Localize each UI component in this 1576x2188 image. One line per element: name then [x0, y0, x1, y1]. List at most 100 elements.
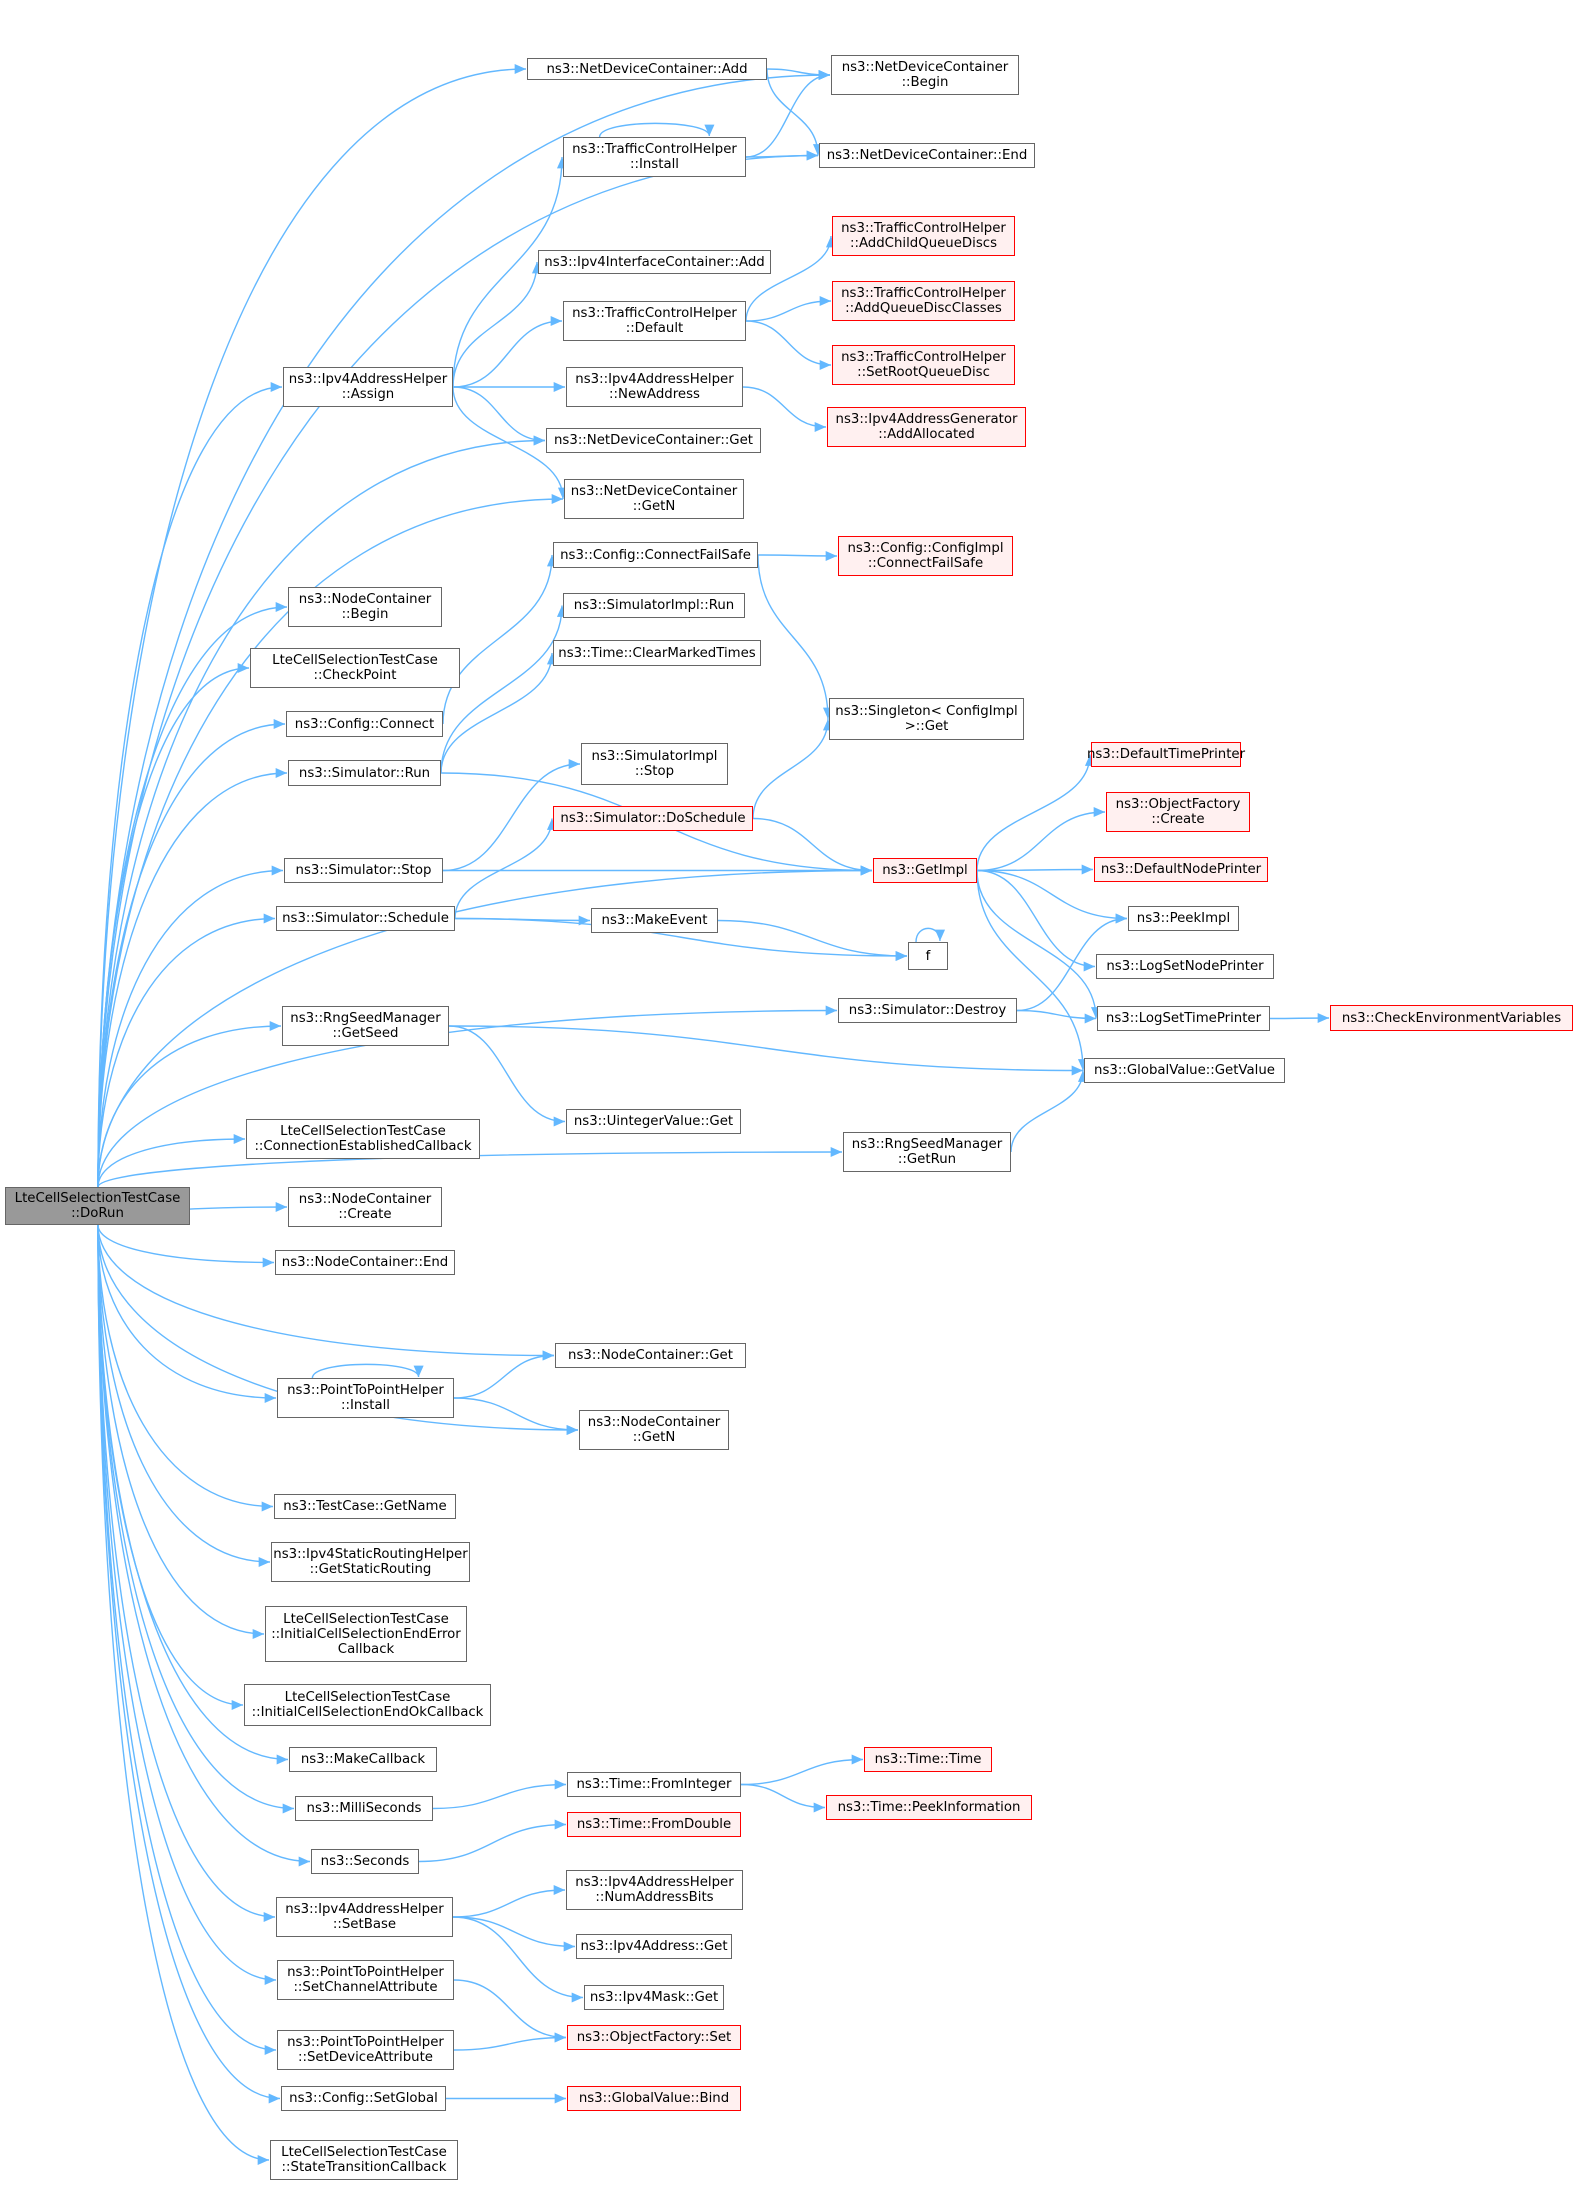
- edge-root-to-state-trans: [97, 1224, 270, 2165]
- edge-root-to-ndc-get-n: [97, 493, 564, 1188]
- edge-get-impl-to-log-set-node-printer: [976, 869, 1096, 972]
- node-peek-impl[interactable]: ns3::PeekImpl: [1128, 906, 1239, 931]
- edge-root-to-nc-end: [97, 1224, 275, 1268]
- node-label-line: ::Create: [338, 1207, 392, 1222]
- edge-sim-stop-to-sim-impl-stop: [442, 758, 581, 872]
- node-label-line: ns3::PeekImpl: [1136, 911, 1231, 926]
- node-label-line: ns3::GetImpl: [882, 863, 968, 878]
- edge-ipv4ah-set-base-to-ipv4ah-num-bits: [452, 1884, 566, 1918]
- node-conn-established[interactable]: LteCellSelectionTestCase::ConnectionEsta…: [246, 1119, 480, 1159]
- node-label-line: ns3::Simulator::Run: [298, 765, 431, 781]
- node-label-line: ns3::PointToPointHelper: [287, 1383, 444, 1398]
- node-ndc-get[interactable]: ns3::NetDeviceContainer::Get: [546, 428, 761, 453]
- node-gv-bind[interactable]: ns3::GlobalValue::Bind: [567, 2086, 741, 2111]
- node-ndc-get-n[interactable]: ns3::NetDeviceContainer::GetN: [564, 479, 744, 519]
- node-singleton-get[interactable]: ns3::Singleton< ConfigImpl >::Get: [829, 698, 1024, 740]
- node-label-line: ns3::NetDeviceContainer::End: [826, 148, 1028, 163]
- node-time-peek-info[interactable]: ns3::Time::PeekInformation: [826, 1795, 1032, 1820]
- node-obj-factory-set[interactable]: ns3::ObjectFactory::Set: [567, 2025, 741, 2050]
- edge-root-to-sim-schedule: [97, 913, 276, 1188]
- node-tc-get-name[interactable]: ns3::TestCase::GetName: [274, 1494, 456, 1519]
- node-uint-get[interactable]: ns3::UintegerValue::Get: [566, 1109, 741, 1134]
- node-sim-stop[interactable]: ns3::Simulator::Stop: [284, 858, 443, 883]
- node-label-line: ns3::PointToPointHelper: [287, 2035, 444, 2050]
- node-rng-get-run[interactable]: ns3::RngSeedManager::GetRun: [843, 1132, 1011, 1172]
- node-label-line: ::ConnectionEstablishedCallback: [254, 1139, 472, 1154]
- node-ipv4ah-assign[interactable]: ns3::Ipv4AddressHelper::Assign: [283, 367, 453, 407]
- node-p2ph-set-device[interactable]: ns3::PointToPointHelper::SetDeviceAttrib…: [277, 2030, 454, 2070]
- node-label-line: ns3::TrafficControlHelper: [841, 286, 1006, 301]
- node-tch-default[interactable]: ns3::TrafficControlHelper::Default: [563, 301, 746, 341]
- node-sim-impl-stop[interactable]: ns3::SimulatorImpl::Stop: [581, 743, 728, 785]
- node-nc-get-n[interactable]: ns3::NodeContainer::GetN: [579, 1410, 729, 1450]
- edge-root-to-ndc-add: [97, 63, 527, 1188]
- node-time-clear-marked[interactable]: ns3::Time::ClearMarkedTimes: [553, 640, 761, 666]
- node-ndc-end[interactable]: ns3::NetDeviceContainer::End: [819, 143, 1035, 168]
- node-ndc-add[interactable]: ns3::NetDeviceContainer::Add: [527, 58, 767, 80]
- node-p2ph-set-channel[interactable]: ns3::PointToPointHelper::SetChannelAttri…: [277, 1960, 454, 2000]
- node-ipv4srh-get-static[interactable]: ns3::Ipv4StaticRoutingHelper::GetStaticR…: [271, 1542, 470, 1582]
- node-init-ok[interactable]: LteCellSelectionTestCase::InitialCellSel…: [244, 1684, 491, 1726]
- node-milli-seconds[interactable]: ns3::MilliSeconds: [295, 1796, 433, 1821]
- node-cfg-impl-connect-fail-safe[interactable]: ns3::Config::ConfigImpl::ConnectFailSafe: [838, 536, 1013, 576]
- node-nc-get[interactable]: ns3::NodeContainer::Get: [555, 1343, 746, 1368]
- node-p2ph-install[interactable]: ns3::PointToPointHelper::Install: [277, 1378, 454, 1418]
- node-label-line: ::GetSeed: [332, 1026, 399, 1041]
- node-label-line: ::CheckPoint: [313, 668, 397, 683]
- node-ipv4ah-num-bits[interactable]: ns3::Ipv4AddressHelper::NumAddressBits: [566, 1870, 743, 1910]
- edge-root-to-sim-run: [97, 767, 288, 1188]
- node-tch-install[interactable]: ns3::TrafficControlHelper::Install: [563, 137, 746, 177]
- edge-root-to-init-err: [97, 1224, 265, 1640]
- node-label-line: ::StateTransitionCallback: [281, 2160, 447, 2175]
- node-state-trans[interactable]: LteCellSelectionTestCase::StateTransitio…: [270, 2140, 458, 2180]
- node-tch-add-qdc[interactable]: ns3::TrafficControlHelper::AddQueueDiscC…: [832, 281, 1015, 321]
- edge-sim-do-schedule-to-singleton-get: [752, 718, 834, 819]
- edge-tch-default-to-tch-add-qdc: [745, 295, 832, 322]
- node-cfg-set-global[interactable]: ns3::Config::SetGlobal: [281, 2086, 446, 2111]
- node-tch-add-child[interactable]: ns3::TrafficControlHelper::AddChildQueue…: [832, 216, 1015, 256]
- node-get-impl[interactable]: ns3::GetImpl: [873, 858, 977, 883]
- node-rng-get-seed[interactable]: ns3::RngSeedManager::GetSeed: [282, 1006, 449, 1046]
- node-default-node-printer[interactable]: ns3::DefaultNodePrinter: [1094, 857, 1268, 882]
- node-label-line: LteCellSelectionTestCase: [280, 1124, 446, 1139]
- node-log-set-node-printer[interactable]: ns3::LogSetNodePrinter: [1096, 954, 1274, 979]
- node-make-callback[interactable]: ns3::MakeCallback: [289, 1747, 437, 1772]
- node-seconds[interactable]: ns3::Seconds: [311, 1849, 419, 1874]
- node-cfg-connect[interactable]: ns3::Config::Connect: [286, 711, 443, 737]
- node-label-line: ns3::Singleton< ConfigImpl: [835, 704, 1018, 719]
- node-nc-end[interactable]: ns3::NodeContainer::End: [275, 1250, 455, 1275]
- node-make-event[interactable]: ns3::MakeEvent: [591, 908, 718, 933]
- node-check-point[interactable]: LteCellSelectionTestCase::CheckPoint: [250, 648, 460, 688]
- node-log-set-time-printer[interactable]: ns3::LogSetTimePrinter: [1097, 1006, 1270, 1031]
- node-sim-schedule[interactable]: ns3::Simulator::Schedule: [276, 906, 455, 931]
- node-ndc-begin[interactable]: ns3::NetDeviceContainer::Begin: [831, 55, 1019, 95]
- node-gv-get-value[interactable]: ns3::GlobalValue::GetValue: [1084, 1058, 1285, 1083]
- node-sim-run[interactable]: ns3::Simulator::Run: [288, 760, 441, 786]
- node-sim-impl-run[interactable]: ns3::SimulatorImpl::Run: [563, 593, 745, 618]
- node-time-time[interactable]: ns3::Time::Time: [864, 1747, 992, 1772]
- node-ipv4-mask-get[interactable]: ns3::Ipv4Mask::Get: [584, 1985, 724, 2010]
- node-check-env-vars[interactable]: ns3::CheckEnvironmentVariables: [1330, 1005, 1573, 1031]
- node-time-from-integer[interactable]: ns3::Time::FromInteger: [567, 1772, 741, 1797]
- node-ipv4-addr-get[interactable]: ns3::Ipv4Address::Get: [576, 1934, 732, 1959]
- node-nc-begin[interactable]: ns3::NodeContainer::Begin: [288, 587, 442, 627]
- node-default-time-printer[interactable]: ns3::DefaultTimePrinter: [1087, 742, 1245, 767]
- node-obj-factory-create[interactable]: ns3::ObjectFactory::Create: [1106, 792, 1250, 832]
- node-tch-set-root[interactable]: ns3::TrafficControlHelper::SetRootQueueD…: [832, 345, 1015, 385]
- node-label-line: ::Assign: [341, 387, 395, 402]
- node-nc-create[interactable]: ns3::NodeContainer::Create: [288, 1187, 442, 1227]
- node-label-line: ns3::ObjectFactory::Set: [576, 2030, 732, 2045]
- node-sim-destroy[interactable]: ns3::Simulator::Destroy: [838, 998, 1017, 1023]
- node-ipv4ic-add[interactable]: ns3::Ipv4InterfaceContainer::Add: [538, 250, 771, 274]
- node-ipv4ah-new-addr[interactable]: ns3::Ipv4AddressHelper::NewAddress: [566, 367, 743, 407]
- node-time-from-double[interactable]: ns3::Time::FromDouble: [567, 1812, 741, 1837]
- node-cfg-connect-fail-safe[interactable]: ns3::Config::ConnectFailSafe: [553, 542, 758, 568]
- node-ipv4ag-add-alloc[interactable]: ns3::Ipv4AddressGenerator::AddAllocated: [827, 407, 1026, 447]
- node-label-line: ns3::MakeEvent: [601, 913, 708, 928]
- edge-cfg-connect-fail-safe-to-singleton-get: [757, 554, 834, 720]
- node-f[interactable]: f: [908, 942, 948, 970]
- node-label-line: ns3::Ipv4Address::Get: [580, 1939, 728, 1954]
- node-sim-do-schedule[interactable]: ns3::Simulator::DoSchedule: [553, 806, 753, 831]
- node-init-err[interactable]: LteCellSelectionTestCase::InitialCellSel…: [265, 1606, 467, 1662]
- node-ipv4ah-set-base[interactable]: ns3::Ipv4AddressHelper::SetBase: [276, 1897, 453, 1937]
